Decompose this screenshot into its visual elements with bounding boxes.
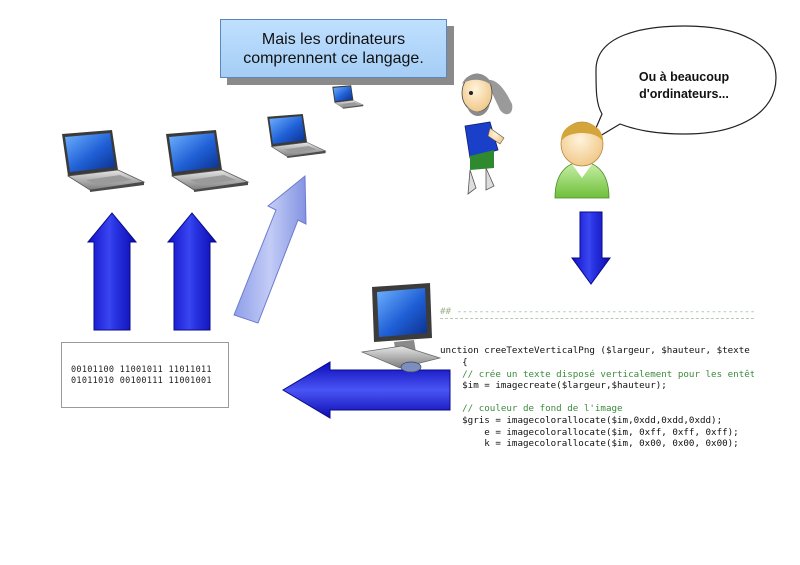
code-line	[440, 392, 754, 404]
bubble-line: Ou à beaucoup	[638, 70, 730, 84]
binary-line: 01011010 00100111 11001001	[71, 376, 212, 386]
code-line	[440, 450, 754, 453]
code-line: $gris = imagecolorallocate($im,0xdd,0xdd…	[440, 414, 723, 426]
laptop-icon	[61, 130, 145, 192]
left-arrow	[282, 361, 451, 419]
up-arrow	[86, 212, 138, 331]
binary-line: 00101100 11001011 11011011	[71, 365, 212, 375]
callout-line: Mais les ordinateurs	[261, 30, 406, 48]
binary-code-box: 00101100 11001011 11011011 01011010 0010…	[61, 342, 229, 408]
up-arrow	[166, 212, 218, 331]
code-line: $im = imagecreate($largeur,$hauteur);	[440, 380, 667, 392]
callout-line: comprennent ce langage.	[243, 49, 424, 67]
code-line: e = imagecolorallocate($im, 0xff, 0xff, …	[440, 426, 739, 438]
code-line: unction creeTexteVerticalPng ($largeur, …	[440, 345, 750, 357]
source-code-snippet: ## -------------------------------------…	[440, 283, 754, 453]
laptop-icon	[332, 85, 364, 109]
speech-bubble-text: Ou à beaucoup d'ordinateurs...	[616, 69, 752, 103]
user-avatar-icon	[554, 121, 610, 199]
code-line: {	[440, 356, 468, 368]
diagonal-arrow	[233, 174, 307, 324]
code-line: // crée un texte disposé verticalement p…	[440, 368, 754, 380]
laptop-icon	[266, 113, 326, 159]
code-lines: unction creeTexteVerticalPng ($largeur, …	[440, 345, 754, 449]
programmer-character	[461, 73, 513, 195]
code-line: k = imagecolorallocate($im, 0x00, 0x00, …	[440, 438, 739, 450]
code-separator: ## -------------------------------------…	[440, 306, 754, 320]
callout-box: Mais les ordinateurs comprennent ce lang…	[220, 19, 447, 78]
laptop-icon	[165, 130, 249, 192]
code-line: // couleur de fond de l'image	[440, 403, 623, 415]
bubble-line: d'ordinateurs...	[639, 87, 729, 101]
down-arrow	[571, 211, 611, 285]
desktop-computer-icon	[360, 283, 442, 373]
